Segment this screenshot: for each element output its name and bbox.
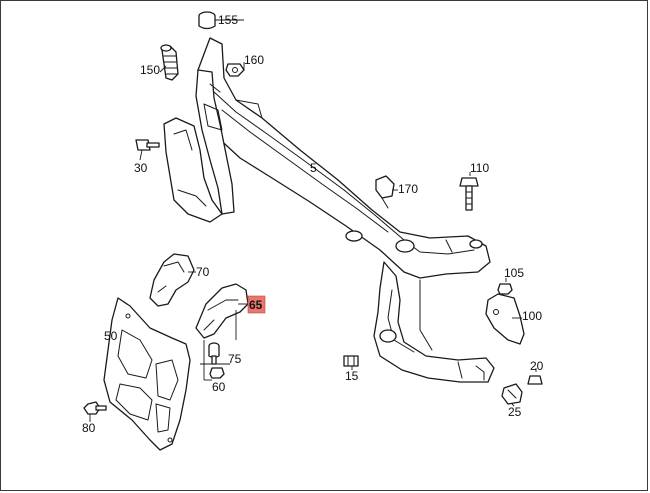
sensor-part-170[interactable] — [375, 175, 395, 209]
callout-50[interactable]: 50 — [104, 329, 118, 343]
bracket-part-65[interactable] — [195, 283, 249, 339]
callout-15[interactable]: 15 — [345, 369, 359, 383]
bolt-part-80[interactable] — [83, 401, 107, 415]
callout-65-highlight — [247, 295, 266, 314]
bracket-plate-part-100[interactable] — [485, 293, 525, 345]
bolt-part-20[interactable] — [527, 375, 543, 385]
callout-80[interactable]: 80 — [82, 421, 96, 435]
callout-155[interactable]: 155 — [218, 13, 238, 27]
leader-lines — [89, 19, 537, 422]
callout-170[interactable]: 170 — [398, 182, 418, 196]
callout-20[interactable]: 20 — [530, 359, 544, 373]
callout-110[interactable]: 110 — [470, 161, 489, 175]
clip-part-15[interactable] — [343, 355, 359, 367]
nut-part-60[interactable] — [209, 367, 225, 379]
callout-70[interactable]: 70 — [196, 265, 210, 279]
bolt-near-30[interactable] — [135, 139, 160, 151]
rubber-stop-part-150[interactable] — [160, 44, 179, 81]
bolt-part-110[interactable] — [459, 177, 479, 211]
bolt-part-75[interactable] — [208, 342, 220, 365]
callout-60[interactable]: 60 — [212, 380, 226, 394]
front-carrier-part-5[interactable] — [195, 37, 495, 383]
clip-nut-part-160[interactable] — [225, 63, 245, 77]
bracket-part-70[interactable] — [149, 253, 195, 307]
callout-65[interactable]: 65 — [249, 298, 263, 312]
callout-100[interactable]: 100 — [522, 309, 542, 323]
callout-30[interactable]: 30 — [134, 161, 148, 175]
bolt-part-155[interactable] — [198, 11, 216, 30]
callout-160[interactable]: 160 — [244, 53, 264, 67]
clip-part-25[interactable] — [501, 383, 523, 405]
callout-105[interactable]: 105 — [504, 266, 524, 280]
panel-part-50[interactable] — [103, 297, 191, 451]
left-bracket-part-30[interactable] — [163, 117, 223, 223]
callout-25[interactable]: 25 — [508, 405, 522, 419]
callout-5[interactable]: 5 — [310, 161, 317, 175]
callout-75[interactable]: 75 — [228, 352, 242, 366]
callout-150[interactable]: 150 — [140, 63, 160, 77]
nut-part-105[interactable] — [497, 283, 513, 295]
callout-labels: 155 160 150 30 5 170 110 70 65 50 75 60 … — [82, 13, 544, 435]
